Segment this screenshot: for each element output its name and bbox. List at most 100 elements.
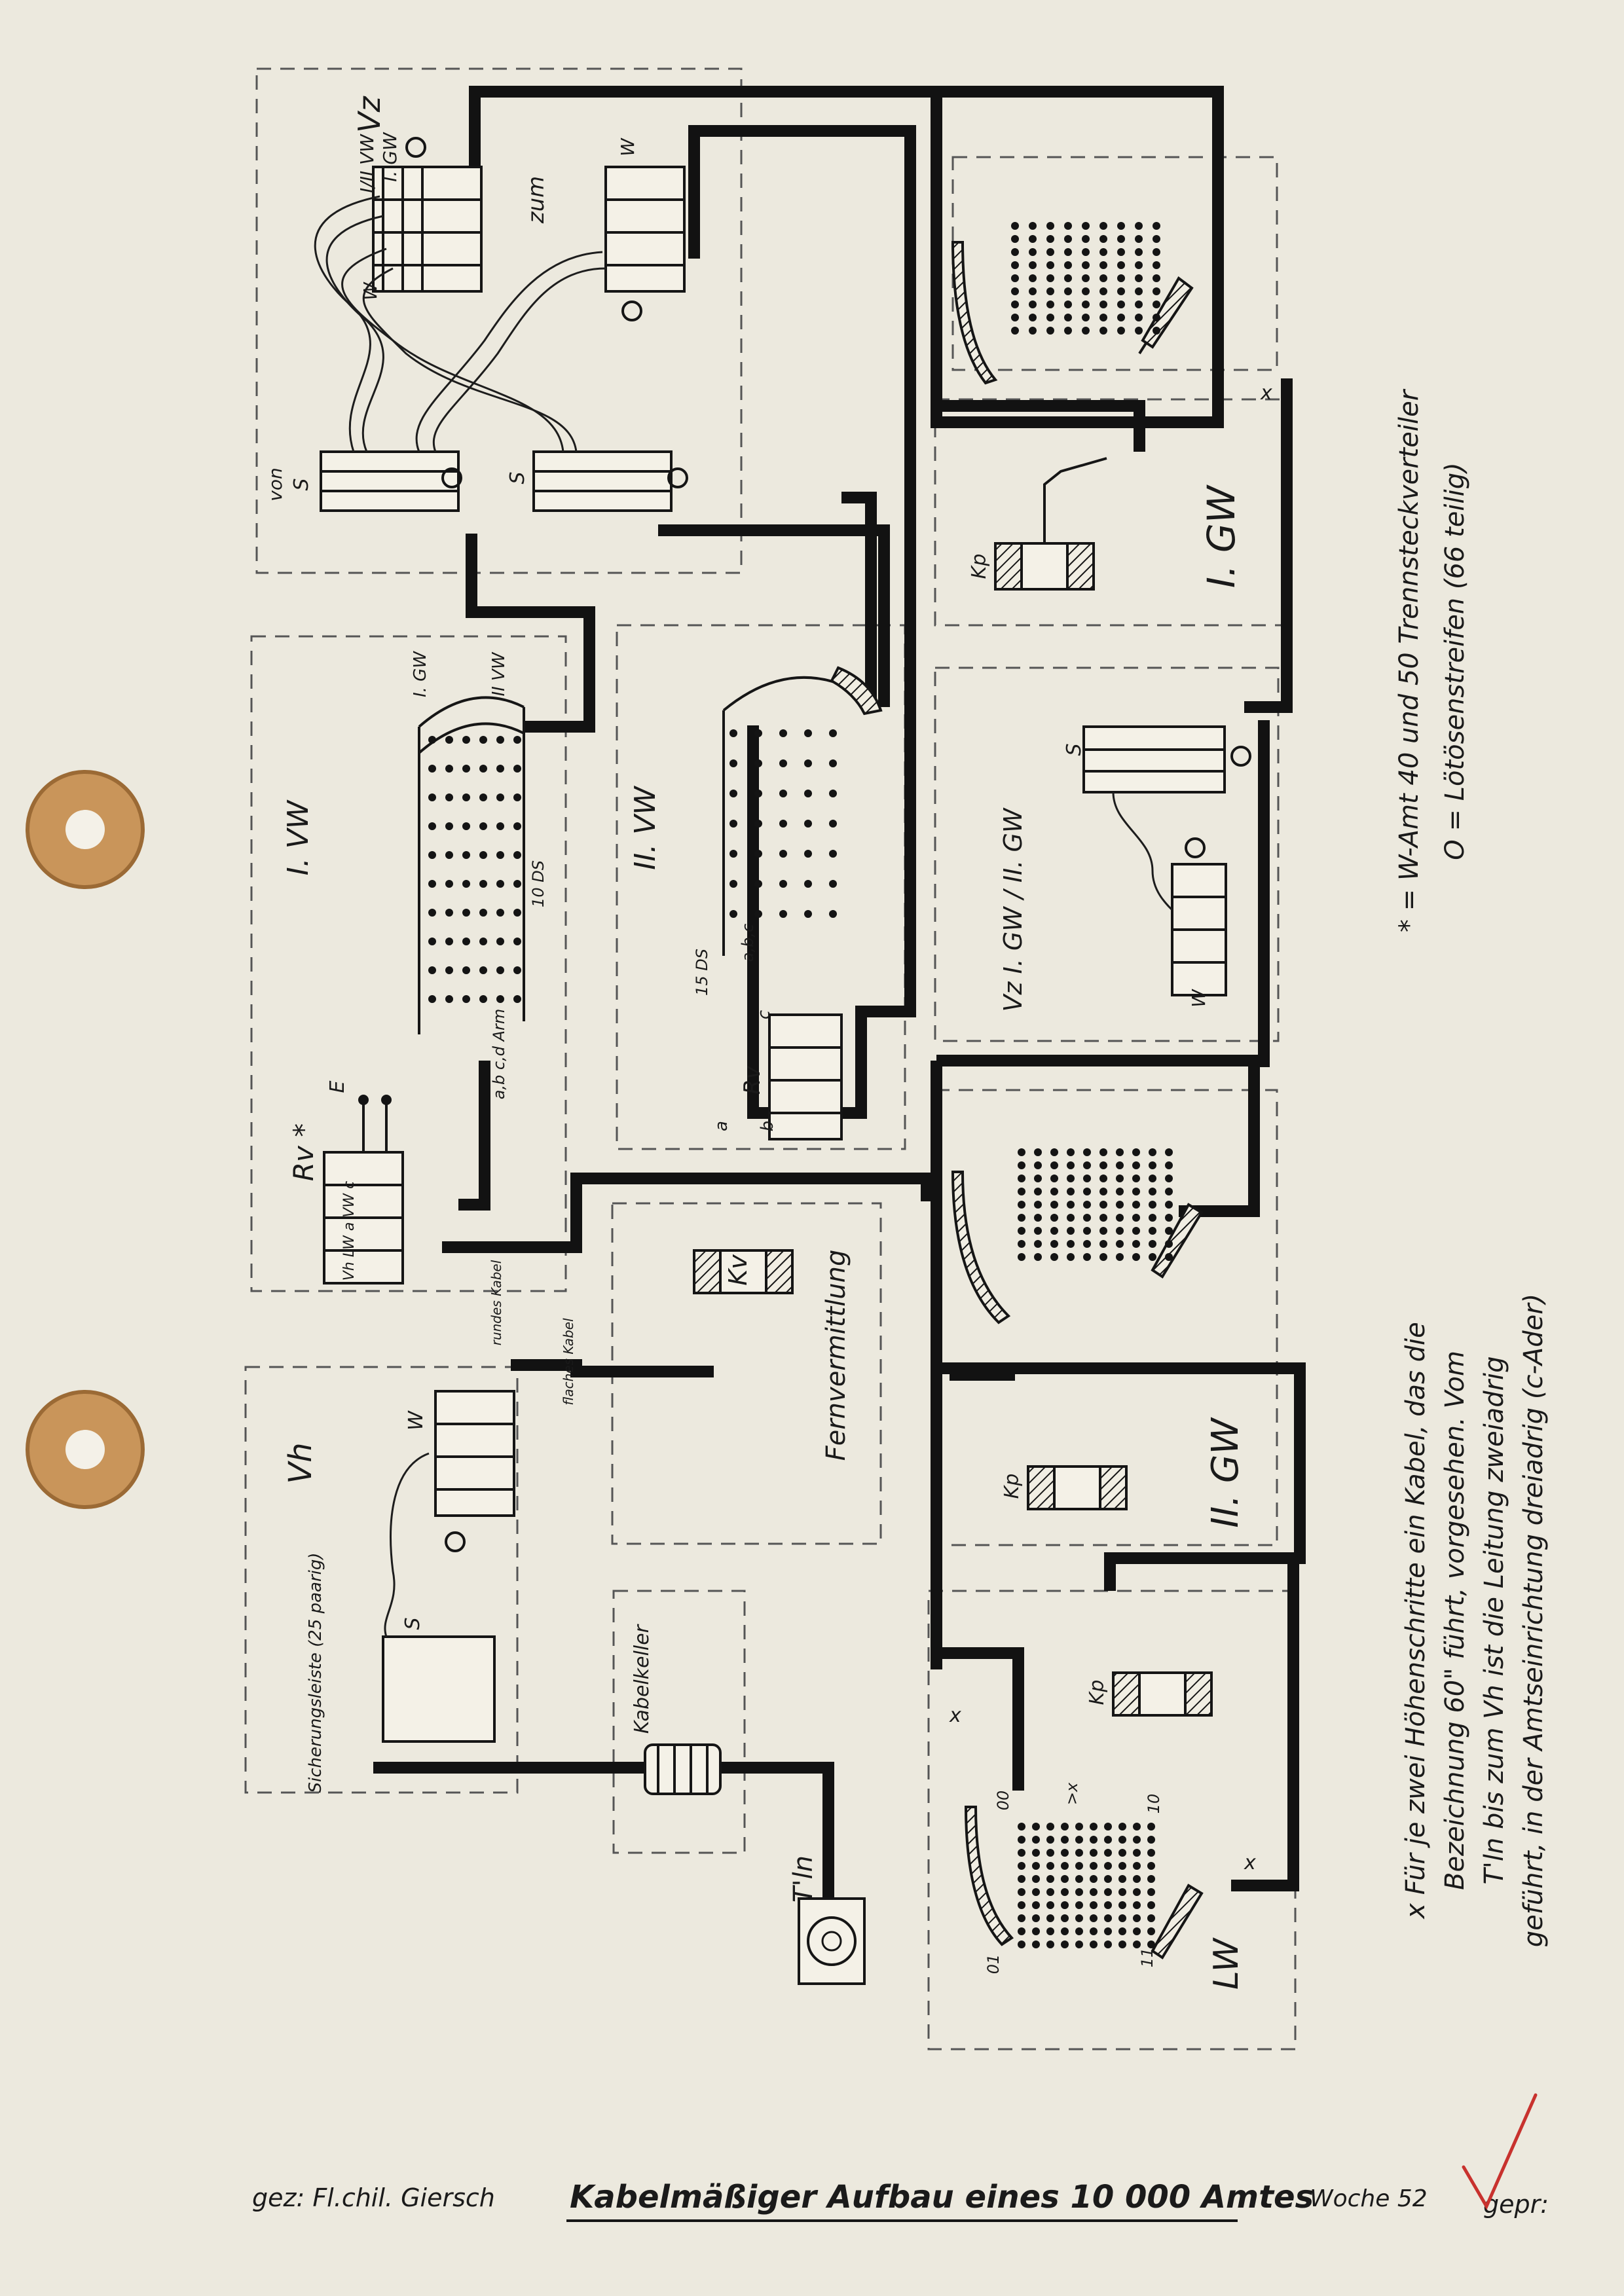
contact-dot — [1075, 1836, 1083, 1844]
contact-dot — [1067, 1214, 1075, 1222]
binder-hole-top — [26, 770, 145, 889]
contact-dot — [1075, 1941, 1083, 1948]
contact-dot — [1117, 301, 1125, 308]
label-s-gw: S — [1063, 743, 1086, 756]
contact-dot — [445, 736, 453, 744]
contact-dot — [1082, 248, 1090, 256]
label-vz-zum: zum — [523, 176, 549, 225]
contact-dot — [804, 729, 812, 737]
contact-dot — [428, 765, 436, 773]
contact-dot — [1149, 1188, 1156, 1195]
contact-dot — [1099, 248, 1107, 256]
contact-dot — [1147, 1941, 1155, 1948]
contact-dot — [1046, 235, 1054, 243]
contact-dot — [1083, 1253, 1091, 1261]
contact-dot — [1029, 261, 1037, 269]
contact-dot — [1117, 235, 1125, 243]
contact-dot — [462, 938, 470, 945]
contact-dot — [1046, 1941, 1054, 1948]
contact-dot — [1064, 261, 1072, 269]
contact-dot — [1011, 248, 1019, 256]
contact-dot — [1067, 1161, 1075, 1169]
contact-dot — [1132, 1240, 1140, 1248]
contact-dot — [1099, 1253, 1107, 1261]
contact-dot — [1133, 1823, 1141, 1831]
contact-dot — [1075, 1927, 1083, 1935]
frame-vh — [244, 1366, 519, 1794]
contact-dot — [1034, 1240, 1042, 1248]
binder-hole-bottom — [26, 1390, 145, 1509]
contact-dot — [1133, 1862, 1141, 1870]
telephone-icon — [798, 1897, 866, 1985]
contact-dot — [1032, 1888, 1040, 1896]
contact-dot — [1149, 1175, 1156, 1182]
label-vh: Vh — [282, 1442, 319, 1484]
contact-dot — [779, 790, 787, 797]
contact-dot — [1050, 1148, 1058, 1156]
contact-dot — [1032, 1901, 1040, 1909]
kp-relay-ii-gw — [1027, 1465, 1128, 1510]
contact-dot — [1018, 1240, 1025, 1248]
contact-dot — [513, 880, 521, 888]
contact-dot — [1018, 1175, 1025, 1182]
contact-dot — [1104, 1862, 1112, 1870]
contact-dot — [1050, 1175, 1058, 1182]
contact-dot — [804, 880, 812, 888]
contact-dot — [1147, 1927, 1155, 1935]
contact-dot — [513, 966, 521, 974]
contact-dot — [729, 820, 737, 828]
contact-dot — [1032, 1914, 1040, 1922]
contact-dot — [496, 909, 504, 917]
label-lw-gt-x: >x — [1063, 1782, 1081, 1805]
label-lw-01: 01 — [984, 1954, 1003, 1975]
contact-dot — [1135, 301, 1143, 308]
contact-dot — [1118, 1901, 1126, 1909]
contact-dot — [1029, 274, 1037, 282]
contact-dot — [1147, 1914, 1155, 1922]
contact-dot — [1018, 1188, 1025, 1195]
contact-dot — [1099, 1240, 1107, 1248]
contact-dot — [754, 850, 762, 858]
contact-dot — [754, 820, 762, 828]
contact-dot — [1034, 1188, 1042, 1195]
contact-dot — [1117, 261, 1125, 269]
contact-dot — [1032, 1875, 1040, 1883]
label-fernvermittlung: Fernvermittlung — [821, 1250, 851, 1461]
contact-dot — [1050, 1161, 1058, 1169]
contact-dot — [1083, 1201, 1091, 1209]
contact-dot — [428, 966, 436, 974]
contact-dot — [462, 736, 470, 744]
contact-dot — [829, 850, 837, 858]
contact-dot — [829, 790, 837, 797]
contact-dot — [1099, 274, 1107, 282]
contact-dot — [1116, 1227, 1124, 1235]
contact-dot — [428, 880, 436, 888]
contact-dot — [1046, 1875, 1054, 1883]
contact-dot — [1090, 1901, 1098, 1909]
label-kp-lw: Kp — [1086, 1680, 1109, 1705]
label-s-vz-right: S — [506, 471, 529, 484]
label-flaches-kabel: flaches Kabel — [561, 1318, 576, 1406]
contact-dot — [479, 966, 487, 974]
contact-dot — [729, 880, 737, 888]
contact-dot — [1046, 274, 1054, 282]
contact-dot — [1064, 248, 1072, 256]
contact-dot — [1099, 1148, 1107, 1156]
footer-checked: gepr: — [1483, 2190, 1549, 2219]
label-kp-i-gw: Kp — [968, 554, 991, 579]
contact-dot — [479, 909, 487, 917]
label-rundes-kabel: rundes Kabel — [489, 1260, 504, 1345]
rv-ii-vw-terminal-block — [768, 1013, 843, 1140]
marker-x-lw-right: x — [1244, 1851, 1256, 1874]
label-w-gw: W — [1188, 989, 1209, 1008]
contact-dot — [1067, 1240, 1075, 1248]
contact-dot — [1099, 1188, 1107, 1195]
contact-dot — [1018, 1888, 1025, 1896]
contact-dot — [479, 880, 487, 888]
contact-dot — [1099, 301, 1107, 308]
contact-dot — [1117, 327, 1125, 335]
contact-dot — [1118, 1849, 1126, 1857]
contact-dot — [1118, 1862, 1126, 1870]
contact-dot — [479, 851, 487, 859]
contact-dot — [462, 909, 470, 917]
